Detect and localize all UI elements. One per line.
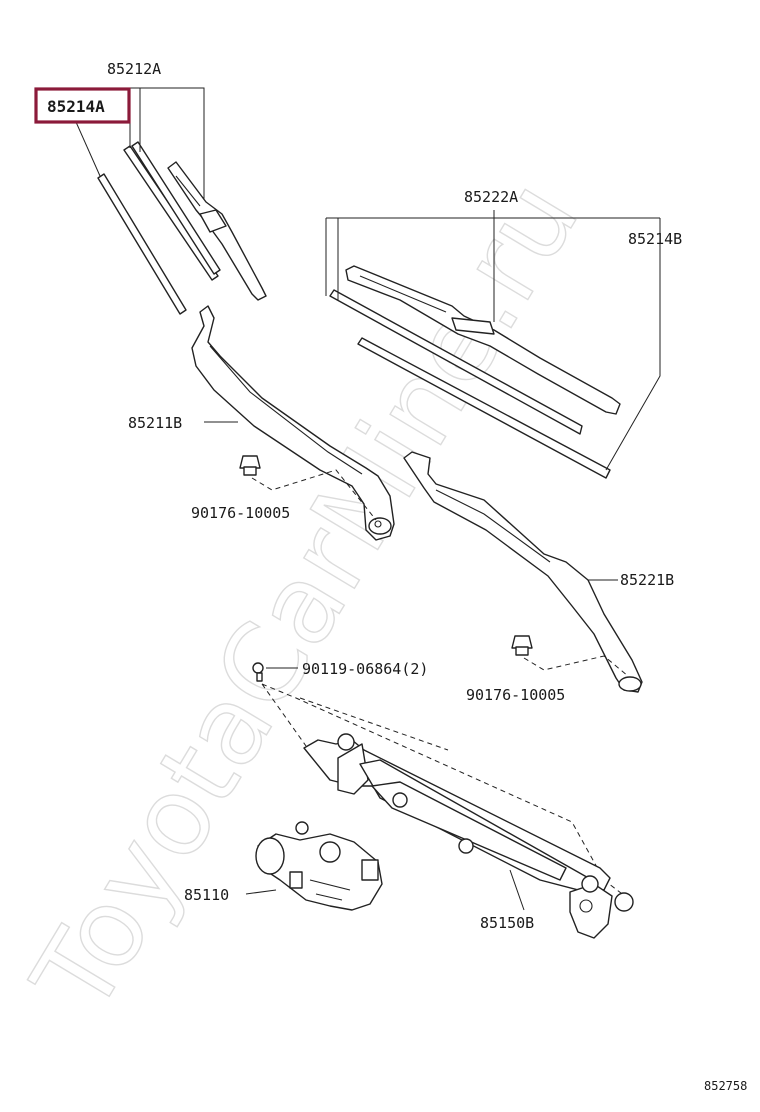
label-90176-right: 90176-10005: [466, 686, 565, 704]
right-blade-assembly[interactable]: [329, 265, 621, 479]
label-85150B: 85150B: [480, 914, 534, 932]
nut-90176-right[interactable]: [511, 635, 533, 656]
wiper-motor[interactable]: [255, 821, 383, 911]
label-90119: 90119-06864(2): [302, 660, 428, 678]
diagram-code: 852758: [704, 1079, 747, 1093]
dashed-line-nut-left: [251, 469, 377, 521]
leader-85222A: [325, 210, 660, 322]
dashed-line-nut-right: [523, 655, 629, 677]
label-85110: 85110: [184, 886, 229, 904]
label-90176-left: 90176-10005: [191, 504, 290, 522]
nut-90176-left[interactable]: [239, 455, 261, 476]
highlight-box-85214A[interactable]: [34, 87, 131, 124]
label-85214B: 85214B: [628, 230, 682, 248]
leader-85150B: [509, 869, 525, 911]
left-blade-assembly[interactable]: [97, 141, 267, 315]
label-85214A[interactable]: 85214A: [47, 97, 105, 116]
bolt-90119[interactable]: [252, 662, 264, 682]
wiper-link-assembly[interactable]: [303, 733, 634, 939]
leader-85214B: [605, 218, 661, 471]
left-wiper-arm[interactable]: [191, 305, 395, 541]
label-85212A: 85212A: [107, 60, 161, 78]
dashed-line-bolt: [261, 683, 631, 901]
leader-85110: [245, 889, 277, 895]
leader-85214A: [75, 121, 101, 177]
label-85221B: 85221B: [620, 571, 674, 589]
watermark: ToyotaCarMine.ru: [10, 160, 604, 1034]
right-wiper-arm[interactable]: [403, 451, 643, 693]
label-85211B: 85211B: [128, 414, 182, 432]
label-85222A: 85222A: [464, 188, 518, 206]
leader-85212A: [129, 87, 205, 200]
